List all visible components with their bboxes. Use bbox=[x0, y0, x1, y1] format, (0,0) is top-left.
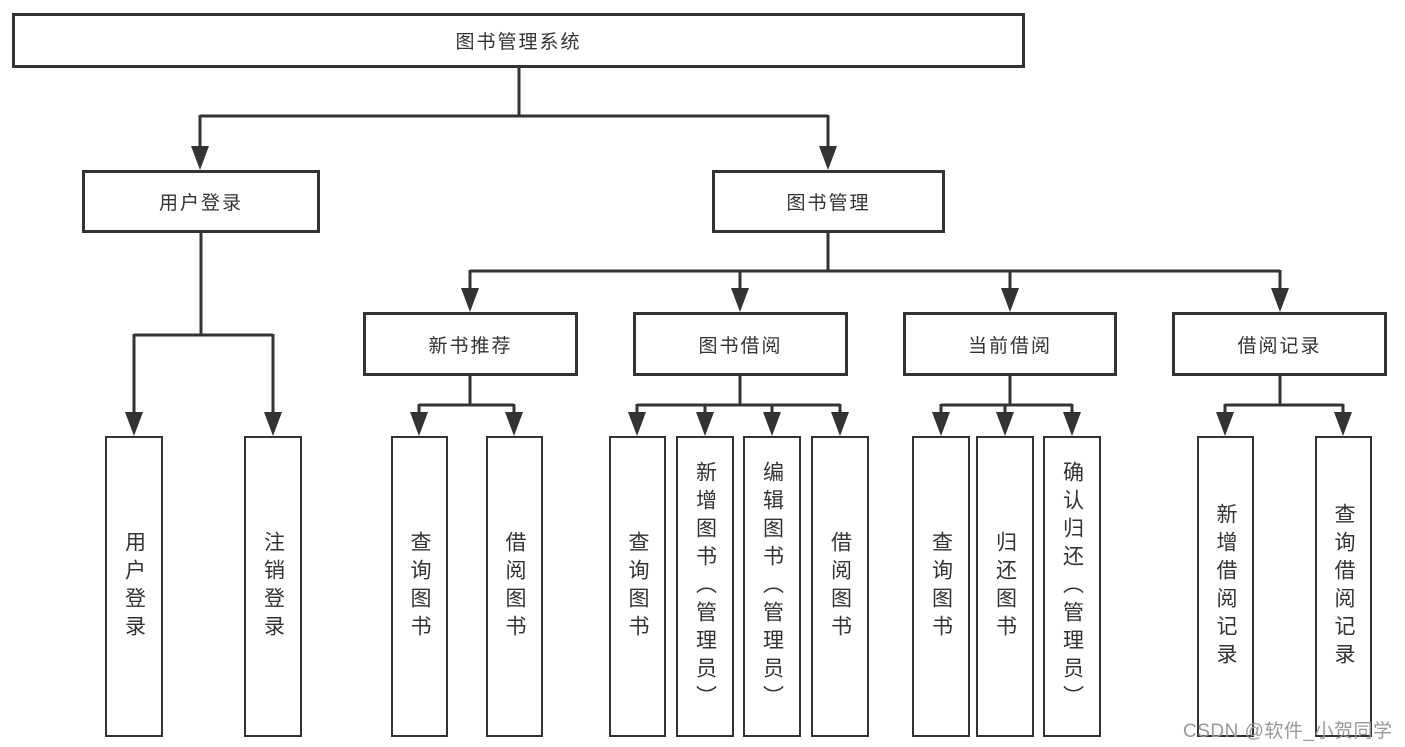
leaf-query-books-borrow: 查询图书 bbox=[609, 436, 666, 737]
leaf-return-books: 归还图书 bbox=[976, 436, 1034, 737]
leaf-borrow-books-recommend: 借阅图书 bbox=[486, 436, 543, 737]
arrow-head bbox=[505, 412, 523, 436]
arrow-head bbox=[264, 412, 282, 436]
leaf-label: 确认归还（管理员） bbox=[1060, 460, 1084, 713]
node-user-login: 用户登录 bbox=[82, 170, 320, 233]
leaf-confirm-return-admin: 确认归还（管理员） bbox=[1043, 436, 1101, 737]
arrow-head bbox=[996, 412, 1014, 436]
arrow-head bbox=[696, 412, 714, 436]
node-label: 新书推荐 bbox=[428, 335, 513, 357]
arrow-head bbox=[1334, 412, 1352, 436]
arrow-head bbox=[819, 146, 837, 170]
node-label: 用户登录 bbox=[158, 193, 243, 214]
leaf-label: 归还图书 bbox=[993, 530, 1017, 643]
node-book-borrow: 图书借阅 bbox=[633, 312, 848, 376]
node-label: 图书管理 bbox=[786, 193, 871, 214]
leaf-label: 查询图书 bbox=[929, 530, 953, 643]
leaf-label: 查询借阅记录 bbox=[1332, 502, 1355, 671]
leaf-label: 注销登录 bbox=[261, 530, 285, 643]
edge-book-management-to-level3 bbox=[468, 233, 1282, 292]
arrow-head bbox=[831, 412, 849, 436]
arrow-head bbox=[461, 288, 479, 312]
edge-current-borrow-to-leaves bbox=[939, 376, 1074, 416]
leaf-query-books-current: 查询图书 bbox=[912, 436, 970, 737]
leaf-label: 借阅图书 bbox=[828, 530, 852, 643]
node-new-book-recommend: 新书推荐 bbox=[363, 312, 578, 376]
leaf-add-books-admin: 新增图书（管理员） bbox=[676, 436, 734, 737]
leaf-label: 借阅图书 bbox=[503, 530, 526, 643]
node-label: 图书管理系统 bbox=[455, 32, 582, 53]
leaf-user-login: 用户登录 bbox=[105, 436, 163, 737]
leaf-query-borrow-record: 查询借阅记录 bbox=[1315, 436, 1372, 737]
edge-root-to-level2 bbox=[198, 68, 830, 150]
leaf-borrow-books: 借阅图书 bbox=[811, 436, 869, 737]
node-label: 图书借阅 bbox=[698, 335, 783, 357]
arrow-heads bbox=[125, 146, 1352, 436]
leaf-label: 查询图书 bbox=[408, 530, 431, 643]
edge-book-borrow-to-leaves bbox=[635, 376, 842, 416]
arrow-head bbox=[1001, 288, 1019, 312]
arrow-head bbox=[628, 412, 646, 436]
leaf-label: 查询图书 bbox=[626, 530, 649, 643]
edge-borrow-records-to-leaves bbox=[1223, 376, 1345, 416]
arrow-head bbox=[731, 288, 749, 312]
watermark-text: CSDN @软件_小贺同学 bbox=[1183, 721, 1393, 742]
node-label: 当前借阅 bbox=[967, 335, 1052, 357]
edge-user-login-to-leaves bbox=[132, 233, 275, 416]
leaf-label: 新增图书（管理员） bbox=[693, 460, 717, 713]
leaf-add-borrow-record: 新增借阅记录 bbox=[1197, 436, 1254, 737]
leaf-label: 新增借阅记录 bbox=[1214, 502, 1237, 671]
edge-new-book-recommend-to-leaves bbox=[417, 376, 516, 416]
node-current-borrow: 当前借阅 bbox=[903, 312, 1117, 376]
node-label: 借阅记录 bbox=[1237, 335, 1322, 357]
arrow-head bbox=[1216, 412, 1234, 436]
node-borrow-records: 借阅记录 bbox=[1172, 312, 1387, 376]
arrow-head bbox=[932, 412, 950, 436]
arrow-head bbox=[191, 146, 209, 170]
arrow-head bbox=[763, 412, 781, 436]
node-root: 图书管理系统 bbox=[12, 13, 1025, 68]
arrow-head bbox=[125, 412, 143, 436]
arrow-head bbox=[1271, 288, 1289, 312]
leaf-label: 用户登录 bbox=[122, 530, 146, 643]
arrow-head bbox=[1063, 412, 1081, 436]
arrow-head bbox=[410, 412, 428, 436]
node-book-management: 图书管理 bbox=[712, 170, 945, 233]
leaf-label: 编辑图书（管理员） bbox=[760, 460, 784, 713]
leaf-query-books-recommend: 查询图书 bbox=[391, 436, 448, 737]
leaf-logout-login: 注销登录 bbox=[244, 436, 302, 737]
leaf-edit-books-admin: 编辑图书（管理员） bbox=[743, 436, 801, 737]
